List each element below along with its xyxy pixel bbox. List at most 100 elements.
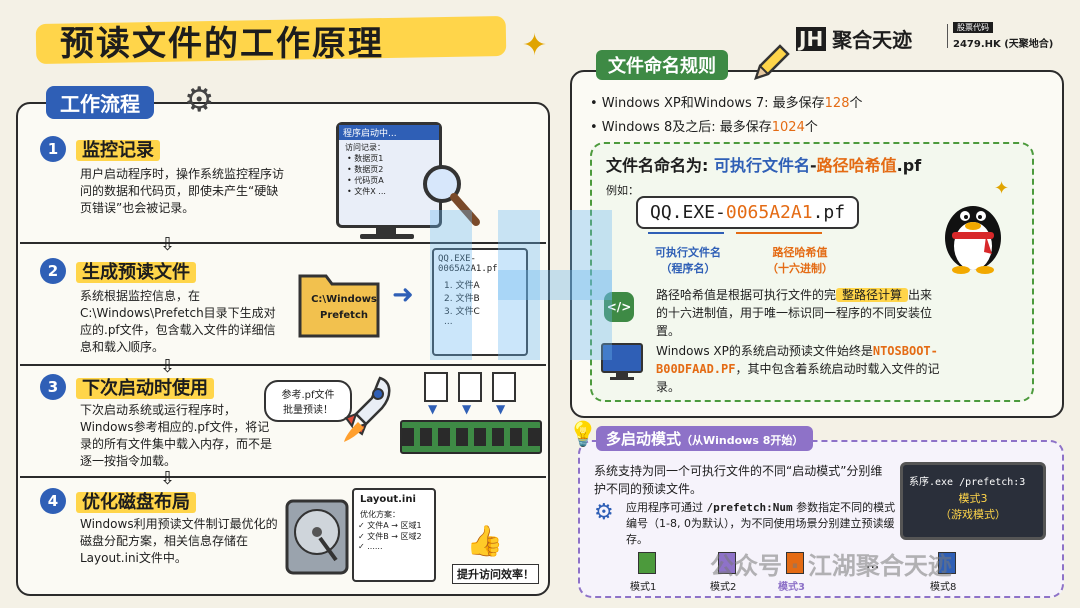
- sparkle-icon: ✦: [522, 28, 548, 63]
- naming-bullet-suffix: 个: [849, 96, 863, 111]
- step-3-title: 下次启动时使用: [76, 374, 214, 400]
- step-2-number: 2: [40, 258, 66, 284]
- naming-bullet-value: 128: [824, 96, 850, 111]
- rocket-icon: [340, 374, 396, 448]
- brand-logo: JH 聚合天迹: [796, 24, 912, 53]
- monitor-base: [360, 234, 414, 239]
- sparkle-icon: ✦: [994, 178, 1010, 199]
- cmd-b: /prefetch:Num: [706, 501, 793, 514]
- mode-file-icon: [718, 552, 736, 574]
- naming-bullet: • Windows XP和Windows 7: 最多保存128个: [590, 92, 863, 111]
- multi-mode-body: 系统支持为同一个可执行文件的不同“启动模式”分别维护不同的预读文件。: [594, 464, 883, 496]
- layout-ini-item: ✓ 文件A → 区域1: [358, 521, 422, 530]
- naming-bullet-suffix: 个: [804, 120, 818, 135]
- brand-name: 聚合天迹: [832, 28, 913, 52]
- thumbs-up-icon: 👍: [466, 524, 504, 559]
- folder-icon: [296, 262, 382, 346]
- step-divider: [20, 476, 546, 478]
- naming-bullet-prefix: • Windows 8及之后: 最多保存: [590, 120, 772, 135]
- xp-note-c: ，其中包含着系统启动时载入文件的记录。: [656, 362, 940, 394]
- format-exe: 可执行文件名: [713, 156, 810, 175]
- step-divider: [20, 364, 546, 366]
- step-3-number: 3: [40, 374, 66, 400]
- monitor-item: • 文件X ...: [347, 187, 386, 196]
- monitor-label: 访问记录：: [345, 143, 385, 152]
- pf-file-illustration: QQ.EXE- 0065A2A1.pf 1. 文件A 2. 文件B 3. 文件C…: [432, 248, 528, 356]
- document-icon: [424, 372, 448, 402]
- xp-note-a: Windows XP的系统启动预读文件始终是: [656, 344, 873, 358]
- step-2-body: 系统根据监控信息，在C:\Windows\Prefetch目录下生成对应的.pf…: [80, 289, 276, 354]
- hash-note-b: 整路径计算: [836, 288, 909, 302]
- mode-file-icon: [786, 552, 804, 574]
- folder-label-2: Prefetch: [319, 310, 368, 321]
- pf-file-name-2: 0065A2A1.pf: [438, 264, 498, 274]
- naming-format-line: 文件名命名为: 可执行文件名-路径哈希值.pf: [606, 152, 921, 176]
- layout-ini-title: Layout.ini: [360, 494, 416, 505]
- bottom-watermark: 公众号 · 江湖聚合天迹: [710, 552, 952, 580]
- step-3-title-text: 下次启动时使用: [76, 378, 214, 399]
- hash-caption-2: （十六进制）: [767, 262, 833, 275]
- monitor-item: • 数据页1: [347, 154, 384, 163]
- code-icon: </>: [604, 292, 634, 322]
- terminal-command: 系序.exe /prefetch:3: [909, 477, 1026, 488]
- multi-heading-sub: （从Windows 8开始）: [681, 434, 804, 447]
- exe-caption: 可执行文件名 （程序名）: [648, 244, 728, 276]
- hash-caption: 路径哈希值 （十六进制）: [760, 244, 840, 276]
- step-1-body: 用户启动程序时，操作系统监控程序访问的数据和代码页，即使未产生“硬缺页错误”也会…: [80, 167, 285, 215]
- terminal-line-1: 模式3: [958, 492, 988, 505]
- hash-note-a: 路径哈希值是根据可执行文件的完: [656, 288, 837, 302]
- exe-caption-1: 可执行文件名: [655, 246, 721, 259]
- folder-label-1: C:\Windows: [311, 294, 377, 305]
- cmd-c: 参数指定不同的模式编号（1-8, 0为默认），为不同使用场景分别建立预读缓存。: [626, 501, 896, 546]
- cmd-a: 应用程序可通过: [626, 501, 707, 514]
- step-4-title-text: 优化磁盘布局: [76, 492, 196, 513]
- layout-ini-item: ✓ ......: [358, 542, 383, 551]
- mode-label: 模式1: [630, 582, 657, 593]
- step-4-title: 优化磁盘布局: [76, 488, 196, 514]
- naming-bullet: • Windows 8及之后: 最多保存1024个: [590, 116, 818, 135]
- gear-icon: ⚙: [594, 500, 614, 525]
- page-title: 预读文件的工作原理: [60, 24, 384, 64]
- xp-note: Windows XP的系统启动预读文件始终是NTOSBOOT-B00DFAAD.…: [656, 342, 956, 396]
- speech-bubble: 参考.pf文件 批量预读！: [264, 380, 352, 422]
- down-arrow-icon: ▼: [428, 402, 438, 416]
- pf-file-item: 2. 文件B: [444, 294, 480, 304]
- format-prefix: 文件名命名为:: [606, 156, 714, 175]
- example-label: 例如：: [606, 184, 639, 197]
- monitor-window-title: 程序启动中...: [339, 125, 439, 140]
- step-1-number: 1: [40, 136, 66, 162]
- multi-heading-text: 多启动模式: [606, 430, 682, 448]
- xp-note-b: NTOSBOOT-B00DFAAD.PF: [656, 344, 938, 376]
- format-dash: -: [810, 156, 817, 175]
- stock-label: 股票代码: [953, 22, 993, 33]
- pf-file-item: ...: [444, 317, 453, 327]
- example-ext: .pf: [812, 202, 846, 223]
- terminal-line-2: （游戏模式）: [940, 508, 1006, 521]
- lightbulb-icon: 💡: [568, 420, 598, 448]
- brand-logo-mark: JH: [796, 26, 827, 51]
- hash-underline: [736, 232, 822, 234]
- down-arrow-icon: ⇩: [160, 468, 176, 489]
- monitor-item: • 代码页A: [347, 176, 384, 185]
- mode-label: 模式3: [778, 582, 805, 593]
- hash-note: 路径哈希值是根据可执行文件的完整路径计算出来的十六进制值，用于唯一标识同一程序的…: [656, 286, 942, 340]
- terminal-window: 系序.exe /prefetch:3 模式3 （游戏模式）: [900, 462, 1046, 540]
- step-divider: [20, 242, 546, 244]
- step-1-title: 监控记录: [76, 136, 160, 162]
- workflow-heading-text: 工作流程: [60, 92, 140, 116]
- down-arrow-icon: ▼: [462, 402, 472, 416]
- document-icon: [458, 372, 482, 402]
- brand-divider: [947, 24, 948, 48]
- computer-icon: [600, 342, 644, 386]
- efficiency-label: 提升访问效率！: [452, 564, 539, 584]
- right-arrow-icon: ➜: [392, 280, 414, 310]
- step-1-title-text: 监控记录: [76, 140, 160, 161]
- magnifier-icon: [418, 160, 482, 234]
- example-exe: QQ.EXE-: [650, 202, 726, 223]
- down-arrow-icon: ⇩: [160, 234, 176, 255]
- memory-chip-icon: [400, 420, 542, 454]
- pf-file-name-1: QQ.EXE-: [438, 254, 476, 264]
- pf-file-item: 1. 文件A: [444, 281, 480, 291]
- gear-icon: ⚙: [184, 80, 215, 120]
- layout-ini-label: 优化方案：: [360, 510, 400, 519]
